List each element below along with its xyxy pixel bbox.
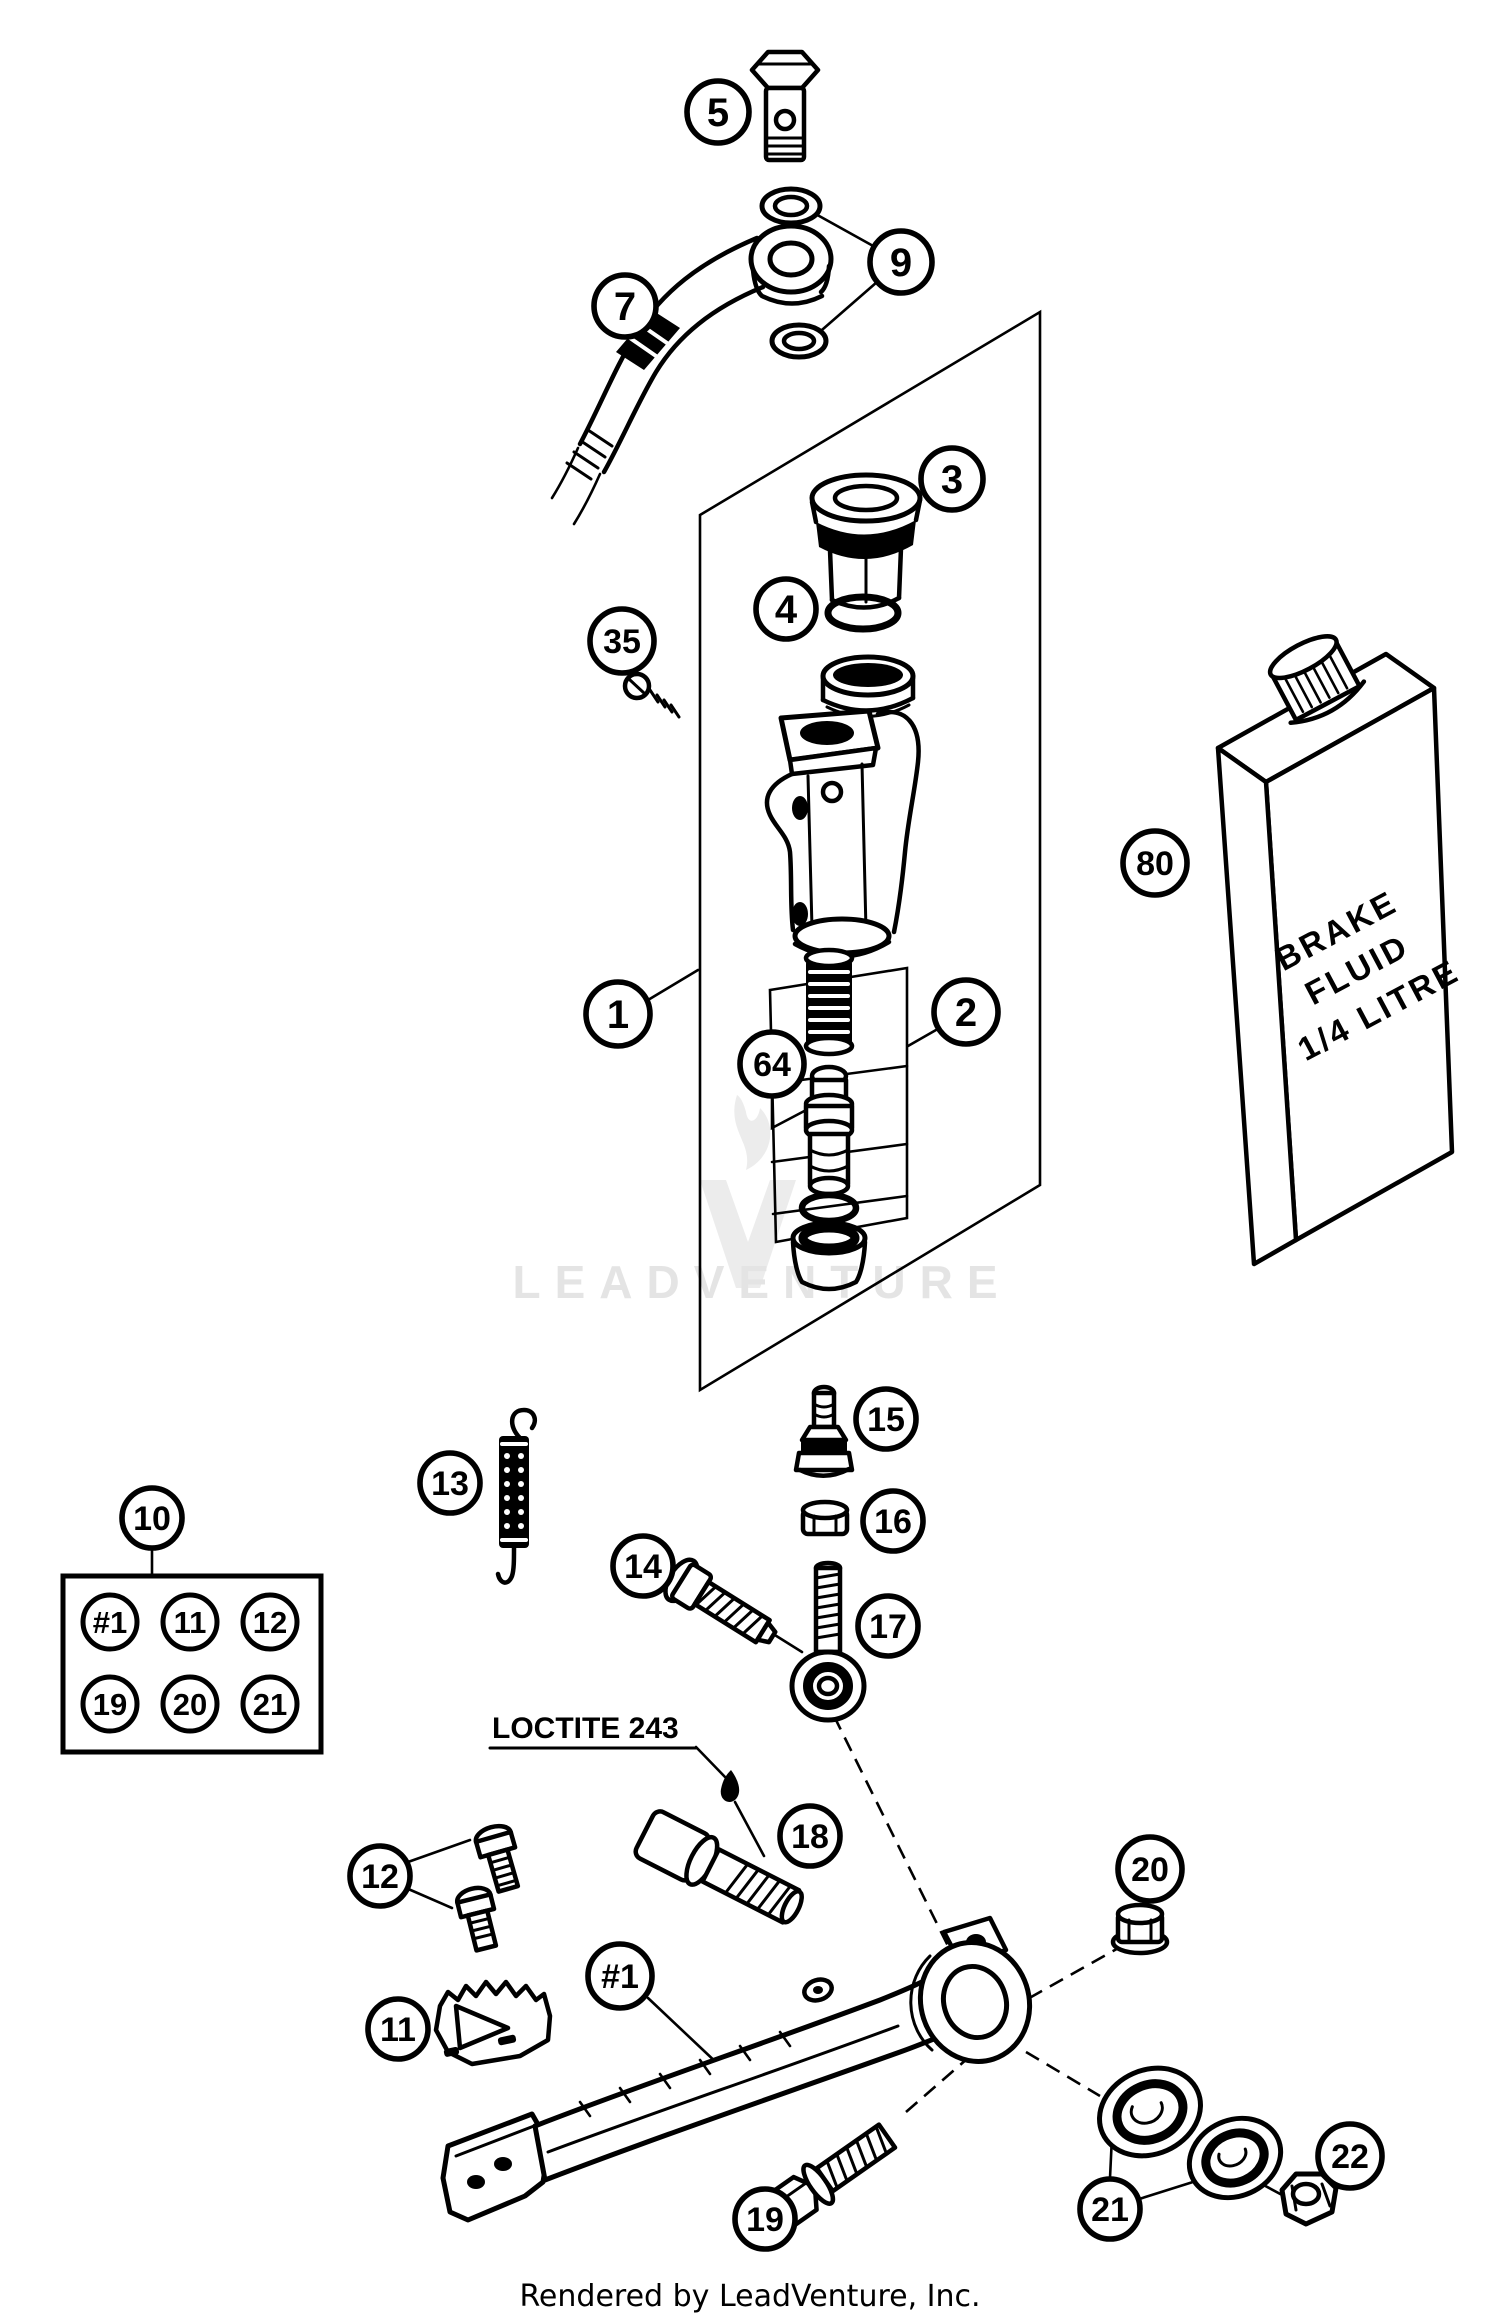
watermark-v-icon (700, 1180, 796, 1288)
part-reservoir-cap (809, 472, 923, 610)
callout-16[interactable]: 16 (860, 1488, 926, 1554)
callout-11[interactable]: 11 (365, 1996, 431, 2062)
watermark-brand: LEADVENTURE (512, 1256, 1011, 1308)
svg-text:5: 5 (707, 91, 729, 135)
svg-text:13: 13 (431, 1465, 469, 1503)
part-flange-nut (1110, 1902, 1170, 1956)
svg-text:64: 64 (753, 1046, 791, 1084)
svg-text:80: 80 (1136, 845, 1174, 883)
part-lock-nut (1279, 2171, 1339, 2227)
svg-text:19: 19 (93, 1687, 127, 1722)
svg-text:20: 20 (173, 1687, 207, 1722)
part-repair-kit-piston (803, 1064, 855, 1197)
watermark: LEADVENTURE (512, 1095, 1011, 1308)
svg-text:22: 22 (1331, 2138, 1369, 2176)
svg-text:9: 9 (890, 241, 912, 285)
callout-12[interactable]: 12 (347, 1843, 413, 1909)
svg-text:4: 4 (775, 588, 798, 632)
svg-text:1: 1 (607, 993, 629, 1037)
part-repair-kit-cup (790, 1220, 868, 1292)
svg-text:3: 3 (941, 458, 963, 502)
callout-1[interactable]: 1 (583, 979, 653, 1049)
part-nut (800, 1499, 850, 1537)
svg-text:21: 21 (1091, 2191, 1129, 2229)
callout-14[interactable]: 14 (610, 1533, 676, 1599)
loctite-label: LOCTITE 243 (492, 1712, 679, 1745)
part-repair-kit-spring (803, 947, 855, 1057)
part-bolt-18 (633, 1809, 804, 1925)
part-pedal-tip (433, 1979, 553, 2067)
part-push-rod (789, 1560, 867, 1723)
callout-4[interactable]: 4 (753, 576, 819, 642)
bottle-cap (1267, 634, 1367, 726)
svg-text:17: 17 (869, 1608, 907, 1646)
part-bearing-1 (1097, 2065, 1203, 2159)
svg-text:#1: #1 (93, 1605, 127, 1640)
callout-15[interactable]: 15 (853, 1386, 919, 1452)
callout-2[interactable]: 2 (931, 977, 1001, 1047)
part-hex-bolt-14 (663, 1557, 778, 1645)
callout-17[interactable]: 17 (855, 1593, 921, 1659)
svg-text:20: 20 (1131, 1851, 1169, 1889)
svg-text:15: 15 (867, 1401, 905, 1439)
callout-5[interactable]: 5 (684, 78, 752, 146)
svg-text:18: 18 (791, 1818, 829, 1856)
svg-text:12: 12 (361, 1858, 399, 1896)
callout-10[interactable]: 10 (119, 1485, 185, 1551)
loctite-note: LOCTITE 243 (488, 1712, 740, 1803)
callout-20[interactable]: 20 (1115, 1834, 1185, 1904)
svg-text:11: 11 (174, 1605, 207, 1640)
svg-text:7: 7 (614, 285, 636, 329)
callout-hash1[interactable]: #1 (585, 1941, 655, 2011)
svg-text:12: 12 (253, 1605, 287, 1640)
footer-credit: Rendered by LeadVenture, Inc. (519, 2279, 980, 2314)
part-brake-pedal (440, 1915, 1033, 2223)
part-return-spring (495, 1407, 537, 1585)
svg-text:11: 11 (380, 2011, 416, 2049)
part-collar-screw-1 (473, 1823, 521, 1894)
part-brake-fluid-bottle: BRAKE FLUID 1/4 LITRE (1215, 634, 1466, 1267)
svg-text:#1: #1 (601, 1958, 639, 1996)
callout-22[interactable]: 22 (1315, 2121, 1385, 2191)
legend-item-12[interactable]: 12 (240, 1592, 300, 1652)
part-o-ring (824, 593, 902, 633)
legend-item-19[interactable]: 19 (80, 1674, 140, 1734)
part-bearing-2 (1186, 2115, 1284, 2201)
part-master-cylinder-body (764, 654, 921, 959)
callout-64[interactable]: 64 (737, 1029, 807, 1099)
part-sealing-washer-upper (759, 186, 823, 226)
part-brake-hose (550, 223, 834, 526)
part-bleed-screw (622, 671, 681, 719)
callout-80[interactable]: 80 (1120, 828, 1190, 898)
watermark-flame-icon (734, 1095, 771, 1170)
callout-13[interactable]: 13 (417, 1450, 483, 1516)
callout-19[interactable]: 19 (732, 2186, 798, 2252)
callout-21[interactable]: 21 (1077, 2176, 1143, 2242)
svg-text:16: 16 (874, 1503, 912, 1541)
callout-7[interactable]: 7 (591, 272, 659, 340)
part-valve (793, 1384, 855, 1478)
legend-item-hash1[interactable]: #1 (80, 1592, 140, 1652)
part-collar-screw-2 (454, 1885, 499, 1953)
callout-18[interactable]: 18 (777, 1803, 843, 1869)
svg-text:35: 35 (603, 623, 641, 661)
svg-text:19: 19 (746, 2201, 784, 2239)
assembly-panel (698, 309, 1042, 1393)
legend-item-11[interactable]: 11 (160, 1592, 220, 1652)
part-sealing-washer-lower (769, 322, 829, 360)
svg-text:21: 21 (253, 1687, 287, 1722)
legend-item-21[interactable]: 21 (240, 1674, 300, 1734)
callout-9[interactable]: 9 (867, 228, 935, 296)
svg-text:10: 10 (133, 1500, 171, 1538)
loctite-drop-icon (720, 1770, 740, 1803)
callout-3[interactable]: 3 (918, 445, 986, 513)
legend-item-20[interactable]: 20 (160, 1674, 220, 1734)
svg-text:2: 2 (955, 991, 977, 1035)
callout-35[interactable]: 35 (587, 606, 657, 676)
svg-text:14: 14 (624, 1548, 662, 1586)
part-banjo-bolt (749, 49, 821, 163)
